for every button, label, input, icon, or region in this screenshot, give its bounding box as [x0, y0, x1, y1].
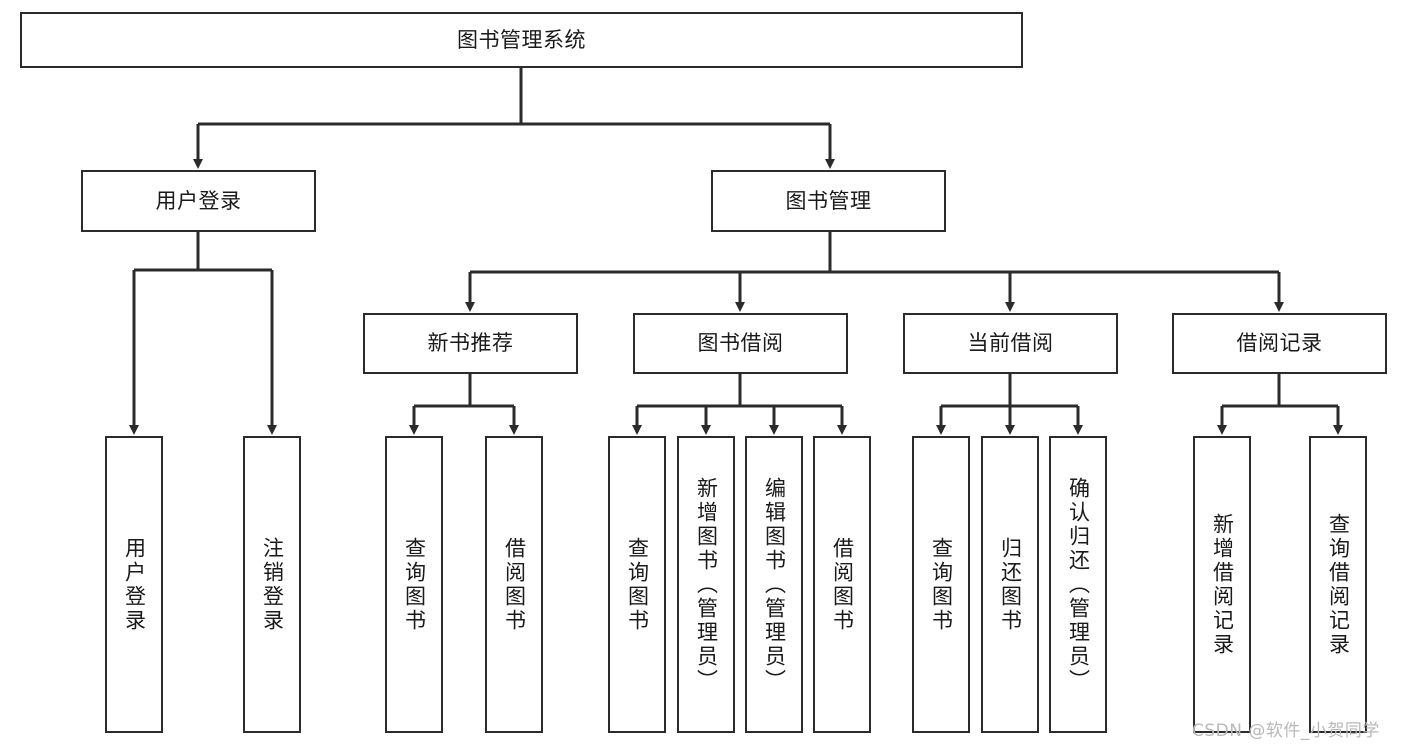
node-label: 新书推荐: [427, 331, 514, 356]
leaf-label: 查询图书: [929, 536, 954, 633]
leaf-label: 查询图书: [625, 536, 650, 633]
node-label: 当前借阅: [967, 331, 1054, 356]
leaf-borrow-edit-book-admin[interactable]: 编辑图书（管理员）: [745, 436, 803, 733]
leaf-borrow-query-book[interactable]: 查询图书: [608, 436, 666, 733]
node-book-management[interactable]: 图书管理: [711, 170, 946, 232]
leaf-label: 新增图书（管理员）: [694, 476, 719, 693]
leaf-label: 查询借阅记录: [1326, 512, 1351, 657]
node-new-book-recommend[interactable]: 新书推荐: [363, 313, 578, 374]
csdn-watermark: CSDN @软件_小贺同学: [1192, 721, 1380, 741]
leaf-user-logout[interactable]: 注销登录: [243, 436, 301, 733]
leaf-borrow-borrow-book[interactable]: 借阅图书: [813, 436, 871, 733]
node-label: 图书管理系统: [457, 27, 586, 52]
leaf-user-login[interactable]: 用户登录: [105, 436, 163, 733]
node-label: 用户登录: [155, 188, 242, 213]
node-root-system[interactable]: 图书管理系统: [20, 12, 1023, 68]
leaf-label: 归还图书: [998, 536, 1023, 633]
leaf-label: 借阅图书: [830, 536, 855, 633]
node-book-borrow[interactable]: 图书借阅: [633, 313, 848, 374]
node-user-login[interactable]: 用户登录: [81, 170, 316, 232]
leaf-label: 借阅图书: [502, 536, 527, 633]
leaf-record-query-record[interactable]: 查询借阅记录: [1309, 436, 1367, 733]
node-borrow-record[interactable]: 借阅记录: [1172, 313, 1387, 374]
node-label: 图书借阅: [697, 331, 784, 356]
leaf-borrow-add-book-admin[interactable]: 新增图书（管理员）: [677, 436, 735, 733]
leaf-label: 编辑图书（管理员）: [762, 476, 787, 693]
leaf-current-query-book[interactable]: 查询图书: [912, 436, 970, 733]
leaf-recommend-borrow-book[interactable]: 借阅图书: [485, 436, 543, 733]
leaf-current-confirm-return-admin[interactable]: 确认归还（管理员）: [1049, 436, 1107, 733]
node-label: 图书管理: [785, 188, 872, 213]
leaf-recommend-query-book[interactable]: 查询图书: [385, 436, 443, 733]
leaf-label: 查询图书: [402, 536, 427, 633]
node-current-borrow[interactable]: 当前借阅: [903, 313, 1118, 374]
leaf-current-return-book[interactable]: 归还图书: [981, 436, 1039, 733]
leaf-label: 用户登录: [122, 536, 147, 633]
node-label: 借阅记录: [1236, 331, 1323, 356]
leaf-label: 确认归还（管理员）: [1066, 476, 1091, 693]
leaf-label: 注销登录: [260, 536, 285, 633]
leaf-record-add-record[interactable]: 新增借阅记录: [1193, 436, 1251, 733]
leaf-label: 新增借阅记录: [1210, 512, 1235, 657]
